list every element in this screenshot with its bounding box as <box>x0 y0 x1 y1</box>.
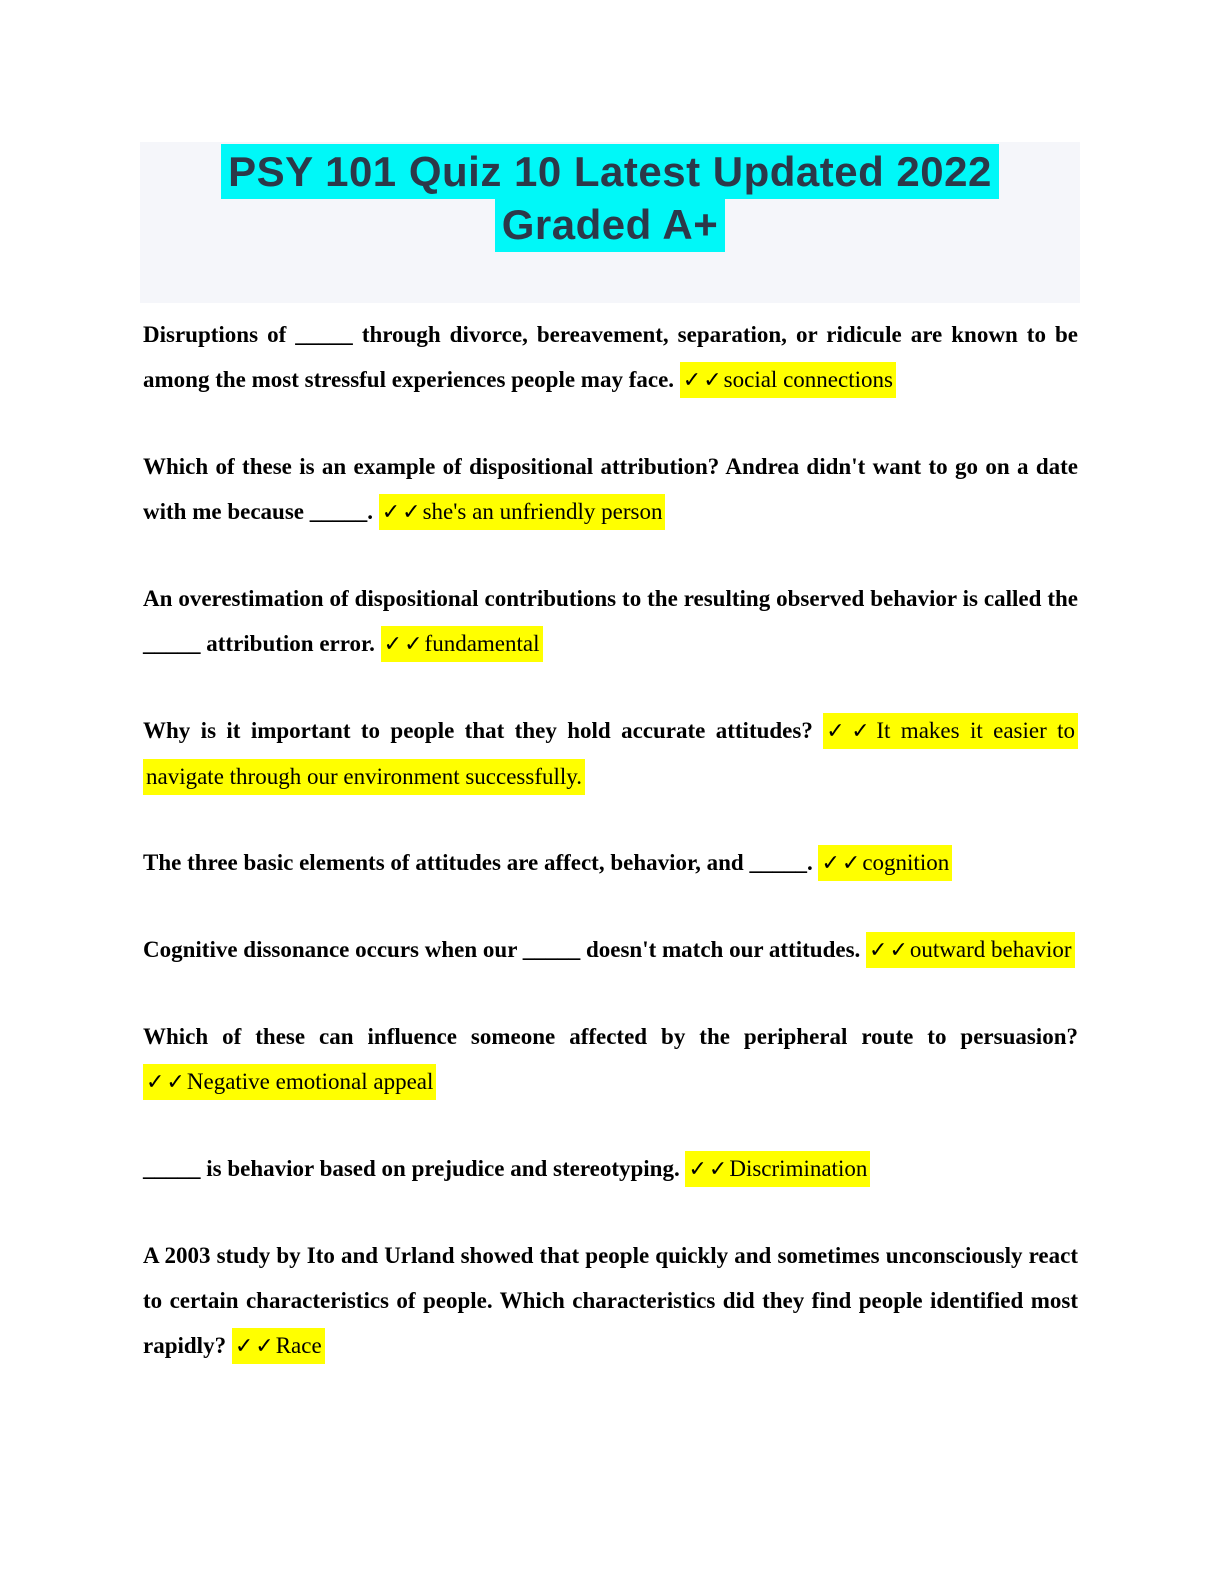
question-answer-item: Why is it important to people that they … <box>143 708 1079 799</box>
question-text: Which of these can influence someone aff… <box>143 1024 1078 1049</box>
quiz-content: Disruptions of _____ through divorce, be… <box>143 303 1079 1369</box>
title-highlight: Graded A+ <box>494 197 726 252</box>
title-highlight: PSY 101 Quiz 10 Latest Updated 2022 <box>221 144 999 199</box>
checkmarks-icon: ✓✓ <box>381 500 423 525</box>
checkmarks-icon: ✓✓ <box>682 368 724 393</box>
answer-text: social connections <box>723 367 893 392</box>
question-answer-item: A 2003 study by Ito and Urland showed th… <box>143 1233 1078 1369</box>
checkmarks-icon: ✓✓ <box>383 632 425 657</box>
answer-highlight: ✓✓outward behavior <box>866 932 1075 968</box>
answer-text: Discrimination <box>729 1156 868 1181</box>
question-text: An overestimation of dispositional contr… <box>143 586 1078 656</box>
answer-highlight: ✓✓Race <box>231 1328 325 1364</box>
question-text: _____ is behavior based on prejudice and… <box>143 1156 680 1181</box>
answer-highlight: ✓✓fundamental <box>380 626 543 662</box>
checkmarks-icon: ✓✓ <box>688 1157 730 1182</box>
question-text: A 2003 study by Ito and Urland showed th… <box>143 1243 1078 1358</box>
answer-text: fundamental <box>424 631 540 656</box>
answer-highlight: ✓✓Negative emotional appeal <box>143 1064 437 1100</box>
answer-highlight: ✓✓social connections <box>679 362 896 398</box>
page-title-line-1: PSY 101 Quiz 10 Latest Updated 2022 <box>150 144 1070 199</box>
checkmarks-icon: ✓✓ <box>234 1334 276 1359</box>
question-text: Which of these is an example of disposit… <box>143 454 1078 524</box>
question-answer-item: Cognitive dissonance occurs when our ___… <box>143 927 1078 973</box>
answer-text: Negative emotional appeal <box>186 1069 434 1094</box>
question-text: The three basic elements of attitudes ar… <box>143 850 813 875</box>
question-text: Disruptions of _____ through divorce, be… <box>143 322 1078 392</box>
answer-highlight: ✓✓Discrimination <box>685 1151 871 1187</box>
answer-text: she's an unfriendly person <box>422 499 663 524</box>
answer-text: Race <box>275 1333 322 1358</box>
answer-highlight: ✓✓cognition <box>818 845 953 881</box>
question-answer-item: The three basic elements of attitudes ar… <box>143 840 1078 886</box>
page-title-line-2: Graded A+ <box>150 197 1070 252</box>
question-text: Cognitive dissonance occurs when our ___… <box>143 937 861 962</box>
question-answer-item: _____ is behavior based on prejudice and… <box>143 1146 1078 1192</box>
answer-text: outward behavior <box>909 937 1072 962</box>
checkmarks-icon: ✓✓ <box>869 938 910 963</box>
question-answer-item: Which of these is an example of disposit… <box>143 444 1078 535</box>
checkmarks-icon: ✓✓ <box>821 851 863 876</box>
answer-highlight: ✓✓she's an unfriendly person <box>378 494 666 530</box>
question-answer-item: Which of these can influence someone aff… <box>143 1014 1078 1105</box>
question-answer-item: An overestimation of dispositional contr… <box>143 576 1078 667</box>
question-answer-item: Disruptions of _____ through divorce, be… <box>143 312 1078 403</box>
answer-text: It makes it easier to navigate through o… <box>146 718 1076 789</box>
checkmarks-icon: ✓✓ <box>146 1070 187 1095</box>
question-text: Why is it important to people that they … <box>143 718 813 743</box>
checkmarks-icon: ✓✓ <box>826 719 877 744</box>
answer-text: cognition <box>862 850 950 875</box>
